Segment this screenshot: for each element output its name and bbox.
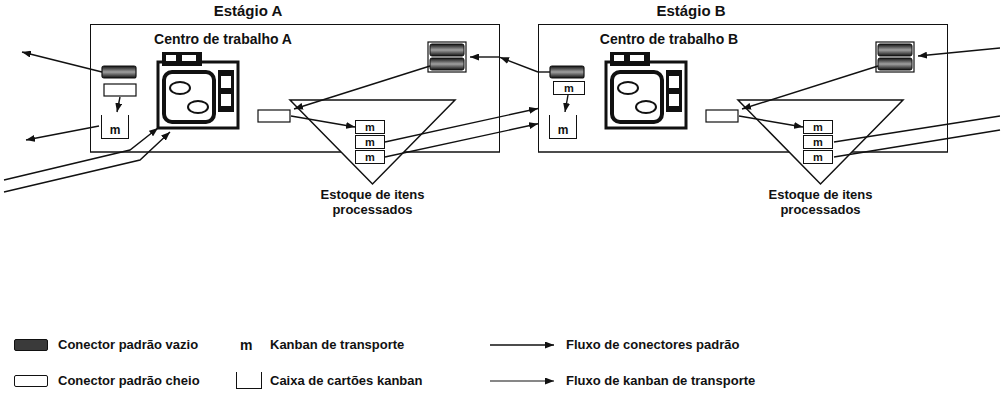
- flow-arrow: [739, 116, 803, 127]
- transport-kanban: m: [803, 135, 833, 149]
- box-border: [90, 151, 341, 153]
- kanban-letter: m: [813, 121, 823, 133]
- transport-kanban: m: [355, 120, 385, 134]
- legend-text: Conector padrão vazio: [58, 336, 198, 354]
- kanban-letter: m: [558, 124, 569, 137]
- inventory-triangle: Estoque de itens processadosmmm: [738, 100, 903, 184]
- box-border: [404, 151, 500, 153]
- inventory-triangle: Estoque de itens processadosmmm: [290, 100, 455, 184]
- flow-arrow: [385, 109, 538, 143]
- empty-connector-stack: [876, 42, 914, 72]
- full-connector: [706, 110, 738, 122]
- flow-arrow: [565, 95, 568, 112]
- full-connector: [104, 84, 136, 96]
- transport-kanban: m: [803, 150, 833, 164]
- kanban-letter: m: [240, 336, 252, 354]
- text-slot: Estoque de itens processados: [746, 187, 896, 217]
- transport-kanban: m: [355, 150, 385, 164]
- text-slot: Centro de trabalho B: [600, 31, 738, 48]
- work-center-box: Estágio BCentro de trabalho Bmm: [538, 24, 948, 152]
- kanban-letter: m: [365, 151, 375, 163]
- kanban-card-box: m: [101, 115, 129, 139]
- flow-arrow: [294, 66, 430, 109]
- text-slot: Caixa de cartões kanban: [270, 372, 422, 390]
- work-center-title: Centro de trabalho B: [600, 31, 738, 48]
- text-slot: Conector padrão cheio: [58, 372, 200, 390]
- triangle-outline: [738, 100, 903, 184]
- legend-arrow: [490, 380, 554, 381]
- legend-swatch: [14, 375, 48, 387]
- legend-text: Conector padrão cheio: [58, 372, 200, 390]
- flow-arrow: [117, 97, 120, 112]
- legend-text: Fluxo de kanban de transporte: [566, 372, 755, 390]
- machine: [158, 52, 238, 128]
- flow-arrow: [291, 116, 355, 127]
- empty-connector-stack: [428, 42, 466, 72]
- flow-arrow: [4, 128, 158, 180]
- legend-text: Fluxo de conectores padrão: [566, 336, 739, 354]
- transport-kanban: m: [803, 120, 833, 134]
- text-slot: Estoque de itens processados: [298, 187, 448, 217]
- text-slot: m: [240, 336, 252, 354]
- kanban-letter: m: [110, 124, 121, 137]
- text-slot: Estágio B: [656, 2, 725, 20]
- box-border: [538, 151, 789, 153]
- text-slot: Estágio A: [214, 2, 283, 20]
- text-slot: Fluxo de conectores padrão: [566, 336, 739, 354]
- empty-connector: [550, 66, 584, 78]
- flow-line: [834, 130, 1000, 157]
- kanban-letter: m: [813, 136, 823, 148]
- flow-lines: [4, 48, 1000, 192]
- stage-heading: Estágio B: [656, 2, 725, 20]
- text-slot: Centro de trabalho A: [154, 31, 292, 48]
- machine: [606, 52, 686, 128]
- inventory-label: Estoque de itens processados: [746, 187, 896, 217]
- stage-heading: Estágio A: [214, 2, 283, 20]
- kanban-letter: m: [813, 151, 823, 163]
- legend-arrow: [490, 344, 554, 346]
- flow-arrow: [500, 57, 538, 72]
- flow-line: [539, 71, 550, 72]
- legend-text: Caixa de cartões kanban: [270, 372, 422, 390]
- transport-kanban: m: [553, 81, 585, 95]
- legend-arrow-sample: [490, 372, 556, 390]
- triangle-outline: [290, 100, 455, 184]
- work-center-box: Estágio ACentro de trabalho Am: [90, 24, 500, 152]
- legend-arrow-sample: [490, 336, 556, 354]
- legend-text: Kanban de transporte: [270, 336, 404, 354]
- legend-bin-sample: [236, 372, 262, 389]
- flow-arrow: [385, 124, 538, 157]
- full-connector: [258, 110, 290, 122]
- empty-connector: [102, 66, 136, 78]
- kanban-letter: m: [365, 121, 375, 133]
- flow-arrow: [4, 132, 170, 192]
- text-slot: Kanban de transporte: [270, 336, 404, 354]
- text-slot: Fluxo de kanban de transporte: [566, 372, 755, 390]
- kanban-letter: m: [365, 136, 375, 148]
- kanban-letter: m: [564, 82, 574, 94]
- flow-arrow: [470, 56, 500, 57]
- flow-arrow: [918, 48, 1000, 56]
- text-slot: Conector padrão vazio: [58, 336, 198, 354]
- kanban-card-box: m: [549, 115, 577, 139]
- work-center-title: Centro de trabalho A: [154, 31, 292, 48]
- flow-arrow: [742, 66, 878, 109]
- transport-kanban: m: [355, 135, 385, 149]
- flow-arrow: [26, 126, 99, 140]
- inventory-label: Estoque de itens processados: [298, 187, 448, 217]
- flow-line: [834, 116, 1000, 142]
- legend-swatch: [14, 339, 48, 351]
